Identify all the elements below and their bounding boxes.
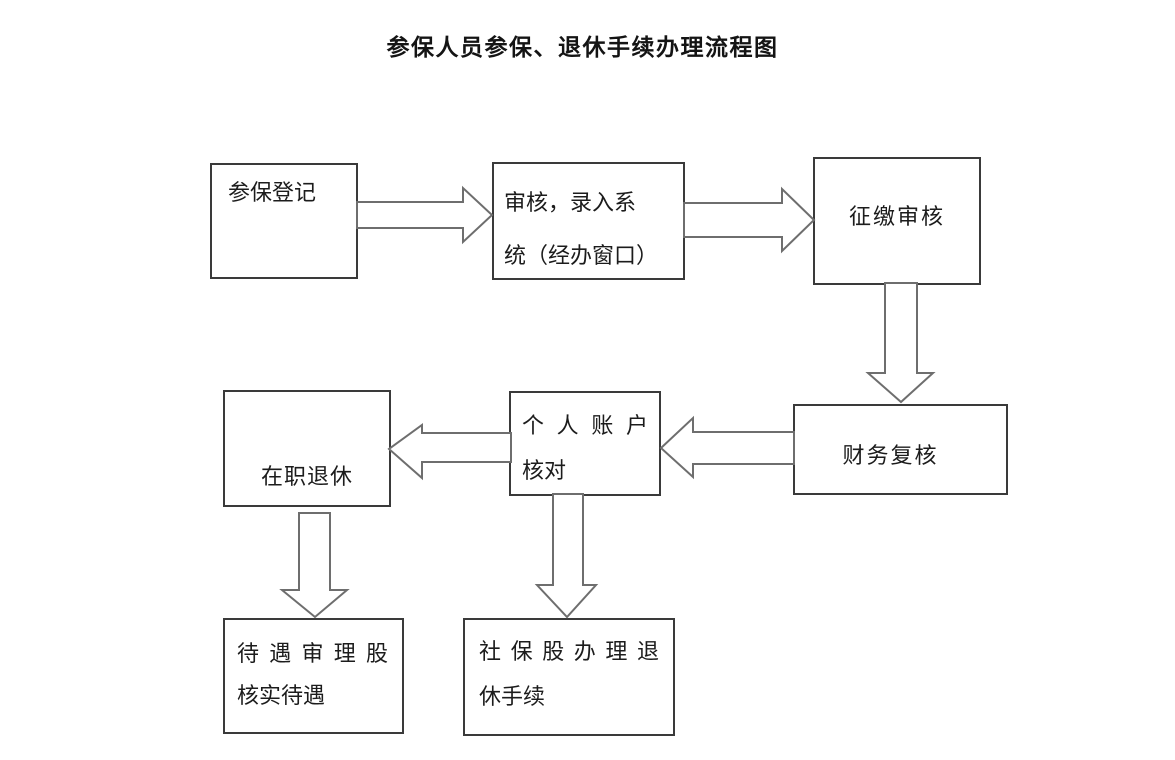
node-social-security-section: 社保股办理退 休手续 — [463, 618, 675, 736]
node-benefit-verification-section: 待遇审理股 核实待遇 — [223, 618, 404, 734]
node-review-system-entry: 审核，录入系 统（经办窗口） — [492, 162, 685, 280]
node-label-line2: 统（经办窗口） — [504, 244, 659, 269]
node-label: 在职退休 — [260, 465, 353, 490]
node-collection-audit: 征缴审核 — [813, 157, 981, 285]
node-label: 参保登记 — [228, 181, 317, 206]
node-label-line1: 待遇审理股 — [237, 642, 388, 667]
arrow-right-enroll-to-review-icon — [356, 185, 494, 245]
node-enroll-registration: 参保登记 — [210, 163, 358, 279]
node-label-line2: 休手续 — [479, 685, 546, 710]
node-label-line1: 社保股办理退 — [479, 640, 659, 665]
node-finance-recheck: 财务复核 — [793, 404, 1008, 495]
node-label: 财务复核 — [842, 443, 939, 469]
arrow-right-review-to-collection-icon — [683, 186, 816, 254]
node-label: 征缴审核 — [848, 205, 945, 230]
node-label-line1: 个人账户 — [522, 414, 648, 439]
arrow-down-retire-to-benefit-icon — [279, 512, 350, 619]
arrow-down-account-to-social-icon — [534, 493, 599, 619]
node-personal-account-check: 个人账户 核对 — [509, 391, 661, 496]
arrow-left-account-to-retire-icon — [387, 423, 512, 481]
node-label-line2: 核对 — [522, 459, 567, 484]
arrow-left-finance-to-account-icon — [659, 415, 795, 480]
arrow-down-collection-to-finance-icon — [865, 282, 936, 404]
node-label-line1: 审核，录入系 — [504, 191, 637, 216]
flowchart-title: 参保人员参保、退休手续办理流程图 — [386, 35, 779, 61]
node-in-service-retirement: 在职退休 — [223, 390, 391, 507]
node-label-line2: 核实待遇 — [237, 684, 326, 709]
